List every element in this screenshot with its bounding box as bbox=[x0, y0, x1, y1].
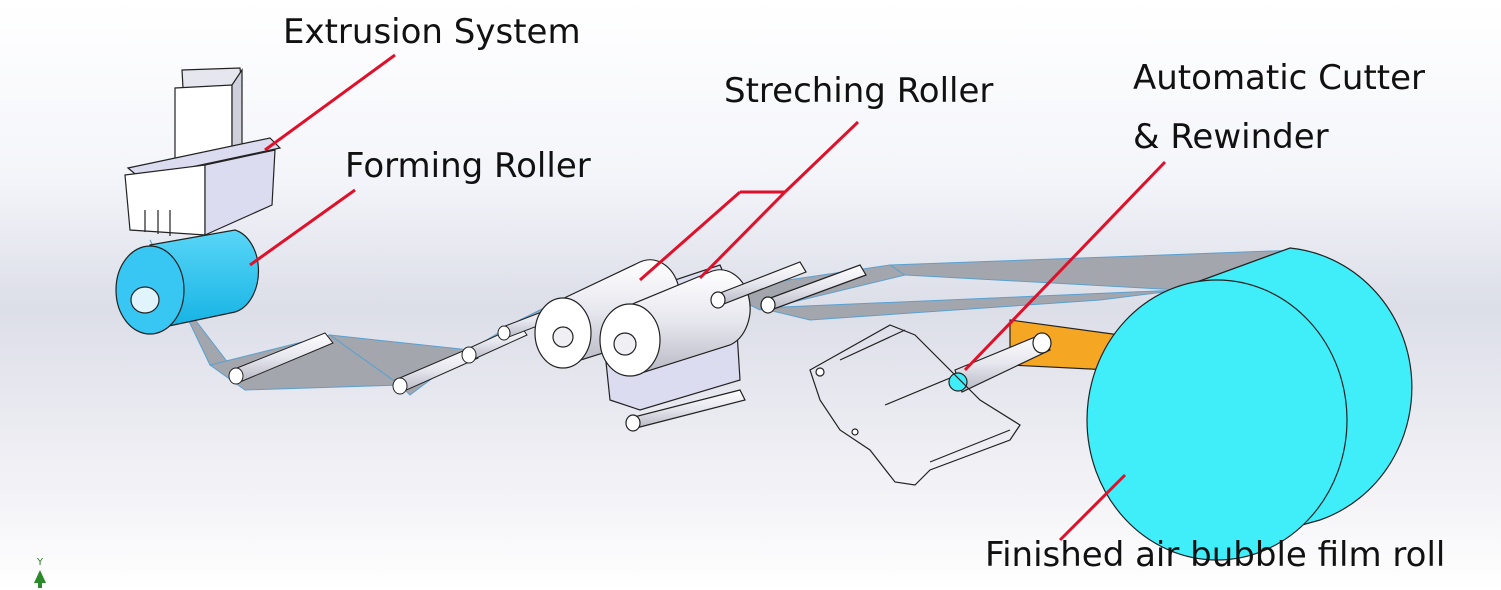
axis-y-label: Y bbox=[37, 557, 44, 568]
stretching-rollers bbox=[534, 259, 867, 432]
label-stretching-roller: Streching Roller bbox=[724, 71, 994, 111]
label-forming-roller: Forming Roller bbox=[345, 146, 591, 186]
idler-rollers bbox=[228, 304, 567, 395]
callout-lines bbox=[249, 53, 1167, 542]
label-automatic-cutter: Automatic Cutter bbox=[1133, 58, 1426, 98]
cutter-rewinder bbox=[809, 319, 1121, 486]
finished-roll bbox=[1086, 247, 1413, 561]
label-rewinder: & Rewinder bbox=[1133, 117, 1329, 157]
axis-triad bbox=[34, 570, 46, 588]
extrusion-system bbox=[124, 67, 282, 236]
label-extrusion-system: Extrusion System bbox=[283, 12, 581, 52]
label-finished-roll: Finished air bubble film roll bbox=[985, 535, 1446, 575]
forming-roller bbox=[115, 229, 260, 335]
